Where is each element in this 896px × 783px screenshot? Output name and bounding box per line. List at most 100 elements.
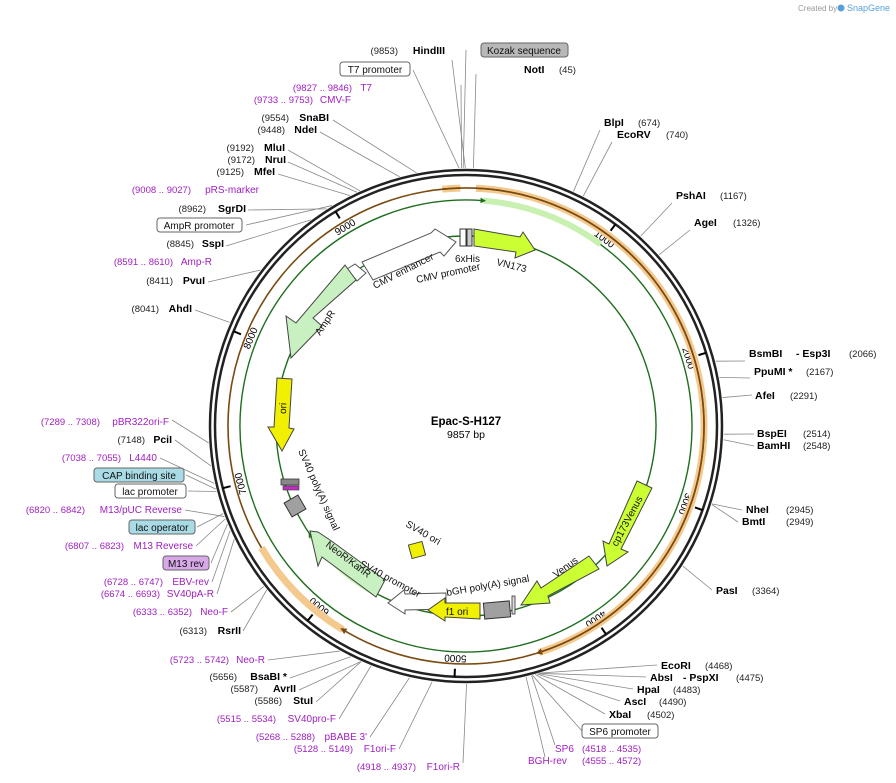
tick-mark	[600, 627, 607, 635]
enzyme-mlui[interactable]: (9192) MluI	[227, 142, 286, 154]
enzyme-hindiii[interactable]: (9853) HindIII	[371, 45, 446, 57]
enzyme-blpi[interactable]: BlpI (674)	[604, 117, 660, 129]
primer-cmv-f[interactable]: (9733 .. 9753) CMV-F	[254, 95, 351, 106]
enzyme-bmti[interactable]: BmtI (2949)	[742, 516, 813, 528]
enzyme-ppumi[interactable]: PpuMI * (2167)	[754, 366, 833, 378]
enzyme-avrii[interactable]: (5587) AvrII	[231, 683, 297, 695]
feature-cmv-enhancer[interactable]: CMV enhancer	[361, 228, 457, 292]
primer-sv40pa-r[interactable]: (6674 .. 6693) SV40pA-R	[101, 589, 214, 600]
leader-line	[722, 394, 753, 398]
enzyme-mfei[interactable]: (9125) MfeI	[217, 166, 276, 178]
enzyme-afei[interactable]: AfeI (2291)	[755, 390, 817, 402]
enzyme-ndei[interactable]: (9448) NdeI	[258, 124, 318, 136]
leader-line	[216, 539, 235, 595]
enzyme-pos: (8962)	[179, 204, 206, 215]
leader-line	[287, 161, 358, 193]
primer-pos: (5268 .. 5288)	[256, 732, 315, 743]
primer-amp-r[interactable]: (8591 .. 8610) Amp-R	[114, 257, 212, 268]
feature-vn173[interactable]: VN173	[473, 228, 536, 275]
primer-pbabe-3[interactable]: (5268 .. 5288) pBABE 3'	[256, 732, 367, 743]
feature-ori[interactable]: ori	[267, 377, 295, 453]
enzyme-noti[interactable]: NotI (45)	[524, 64, 576, 76]
feature-sv40-polya[interactable]: SV40 poly(A) signal	[280, 448, 341, 533]
enzyme-hpai[interactable]: HpaI (4483)	[637, 684, 700, 696]
enzyme-nrui[interactable]: (9172) NruI	[228, 154, 287, 166]
enzyme-name: BspEI	[757, 428, 787, 440]
enzyme-name: PshAI	[676, 190, 706, 202]
primer-f1ori-r[interactable]: (4918 .. 4937) F1ori-R	[357, 762, 460, 773]
enzyme-stui[interactable]: (5586) StuI	[255, 695, 314, 707]
enzyme-snabi[interactable]: (9554) SnaBI	[262, 112, 330, 124]
enzyme-bamhi[interactable]: BamHI (2548)	[757, 440, 830, 452]
primer-sp6[interactable]: SP6 (4518 .. 4535)	[555, 744, 641, 755]
enzyme-rsrii[interactable]: (6313) RsrII	[180, 625, 242, 637]
primer-pos: (9827 .. 9846)	[293, 83, 352, 94]
primer-bgh-rev[interactable]: BGH-rev (4555 .. 4572)	[528, 756, 641, 767]
enzyme-name: AbsI	[650, 672, 673, 684]
vn173-arc[interactable]	[239, 197, 693, 653]
box-t7-promoter[interactable]: T7 promoter	[339, 61, 411, 77]
enzyme-pvui[interactable]: (8411) PvuI	[146, 275, 205, 287]
enzyme-name: NheI	[746, 504, 769, 516]
ampr-promoter-label: AmpR promoter	[164, 221, 235, 232]
feature-cp173venus[interactable]: cp173Venus	[602, 480, 653, 567]
sv40-arc[interactable]	[227, 187, 705, 665]
primer-neo-r[interactable]: (5723 .. 5742) Neo-R	[170, 655, 265, 666]
primer-t7[interactable]: (9827 .. 9846) T7	[293, 83, 373, 94]
primer-neo-f[interactable]: (6333 .. 6352) Neo-F	[133, 607, 228, 618]
primer-pbr322ori-f[interactable]: (7289 .. 7308) pBR322ori-F	[41, 417, 169, 428]
primer-m13-reverse[interactable]: (6807 .. 6823) M13 Reverse	[65, 541, 194, 552]
enzyme-ahdi[interactable]: (8041) AhdI	[132, 303, 193, 315]
leader-line	[332, 119, 417, 174]
enzyme-bsmbi[interactable]: BsmBI - Esp3I (2066)	[749, 348, 876, 360]
enzyme-sspi[interactable]: (8845) SspI	[167, 238, 225, 250]
enzyme-absi[interactable]: AbsI - PspXI (4475)	[650, 672, 763, 684]
enzyme-pos: (2548)	[803, 441, 830, 452]
feature-venus[interactable]: Venus	[520, 555, 600, 606]
primer-name: F1ori-R	[427, 762, 460, 773]
label-leaders	[159, 49, 755, 764]
box-ampr-promoter[interactable]: AmpR promoter	[156, 217, 243, 233]
enzyme-ecori[interactable]: EcoRI (4468)	[661, 660, 732, 672]
leader-line	[723, 439, 755, 447]
enzyme-bspei[interactable]: BspEI (2514)	[757, 428, 830, 440]
enzyme-agei[interactable]: AgeI (1326)	[694, 217, 760, 229]
box-lac-operator[interactable]: lac operator	[128, 519, 196, 535]
enzyme-pasi[interactable]: PasI (3364)	[716, 585, 779, 597]
box-lac-promoter[interactable]: lac promoter	[114, 483, 187, 499]
primer-ebv-rev[interactable]: (6728 .. 6747) EBV-rev	[104, 577, 209, 588]
primer-m13-puc-reverse[interactable]: (6820 .. 6842) M13/pUC Reverse	[26, 505, 183, 516]
feature-f1-ori[interactable]: f1 ori	[427, 597, 481, 622]
enzyme-ecorv[interactable]: EcoRV (740)	[617, 129, 688, 141]
box-kozak[interactable]: Kozak sequence	[480, 42, 569, 58]
feature-sv40-ori[interactable]: SV40 ori	[404, 519, 443, 560]
primer-pos: (9733 .. 9753)	[254, 95, 313, 106]
enzyme-bsabi[interactable]: (5656) BsaBI *	[210, 671, 288, 683]
box-m13-rev[interactable]: M13 rev	[162, 555, 210, 571]
enzyme-name: SspI	[202, 238, 224, 250]
vn173-arc-halo[interactable]	[483, 197, 603, 247]
enzyme-xbai[interactable]: XbaI (4502)	[609, 709, 674, 721]
primer-prs-marker[interactable]: (9008 .. 9027) pRS-marker	[132, 185, 260, 196]
enzyme-name: PpuMI *	[754, 366, 793, 378]
enzyme-sgrdi[interactable]: (8962) SgrDI	[179, 203, 247, 215]
enzyme-pos: (9125)	[217, 167, 244, 178]
primer-sv40pro-f[interactable]: (5515 .. 5534) SV40pro-F	[217, 714, 336, 725]
enzyme-pshai[interactable]: PshAI (1167)	[676, 190, 747, 202]
feature-6xhis[interactable]: 6xHis	[455, 228, 480, 265]
box-sp6-promoter[interactable]: SP6 promoter	[581, 723, 659, 739]
enzyme-name: EcoRV	[617, 129, 651, 141]
enzyme-pcii[interactable]: (7148) PciI	[118, 434, 173, 446]
backbone-inner-ring	[213, 173, 719, 679]
primer-f1ori-f[interactable]: (5128 .. 5149) F1ori-F	[294, 744, 396, 755]
enzyme-nhei[interactable]: NheI (2945)	[746, 504, 813, 516]
sv40-arc-halo[interactable]	[258, 546, 345, 633]
primer-pos: (5723 .. 5742)	[170, 655, 229, 666]
feature-ampr[interactable]: AmpR	[285, 264, 357, 360]
enzyme-name: StuI	[293, 695, 313, 707]
enzyme-asci[interactable]: AscI (4490)	[624, 696, 686, 708]
enzyme-pos: (8041)	[132, 304, 159, 315]
box-cap-site[interactable]: CAP binding site	[93, 467, 185, 483]
leader-line	[451, 59, 466, 169]
primer-l4440[interactable]: (7038 .. 7055) L4440	[62, 453, 158, 464]
